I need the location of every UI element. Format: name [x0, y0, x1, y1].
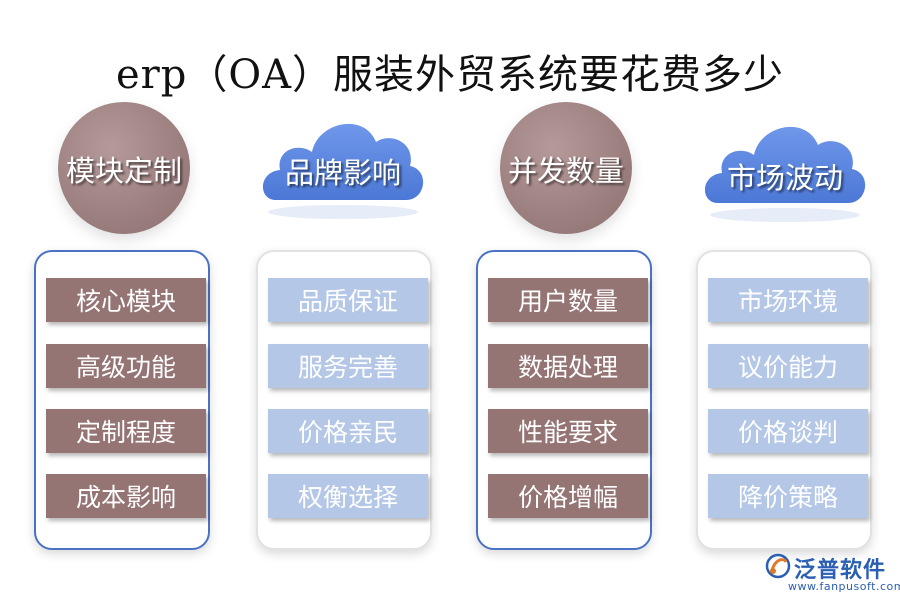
list-item: 核心模块 — [46, 278, 206, 322]
header-market-fluctuation: 市场波动 — [700, 103, 870, 223]
list-item: 数据处理 — [488, 344, 648, 388]
list-item: 成本影响 — [46, 474, 206, 518]
panel-module-customization: 核心模块 高级功能 定制程度 成本影响 — [34, 250, 210, 550]
cloud-icon — [704, 126, 866, 222]
list-item: 服务完善 — [268, 344, 428, 388]
logo-icon — [765, 553, 791, 579]
list-item: 市场环境 — [708, 278, 868, 322]
header-module-customization: 模块定制 — [58, 102, 190, 234]
header-label: 品牌影响 — [284, 156, 401, 190]
logo-name: 泛普软件 — [794, 558, 887, 583]
header-label: 并发数量 — [507, 154, 624, 188]
header-label: 市场波动 — [726, 161, 843, 195]
list-item: 高级功能 — [46, 344, 206, 388]
header-circle — [58, 102, 190, 234]
list-item: 定制程度 — [46, 409, 206, 453]
panel-brand-influence: 品质保证 服务完善 价格亲民 权衡选择 — [256, 250, 432, 550]
header-brand-influence: 品牌影响 — [258, 100, 428, 220]
list-item: 价格亲民 — [268, 409, 428, 453]
brand-logo: 泛普软件 www.fanpusoft.com — [764, 550, 900, 596]
list-item: 性能要求 — [488, 409, 648, 453]
list-item: 降价策略 — [708, 474, 868, 518]
header-circle — [500, 102, 632, 234]
panel-market-fluctuation: 市场环境 议价能力 价格谈判 降价策略 — [696, 250, 872, 550]
list-item: 权衡选择 — [268, 474, 428, 518]
list-item: 用户数量 — [488, 278, 648, 322]
header-concurrency: 并发数量 — [500, 102, 632, 234]
logo-url: www.fanpusoft.com — [788, 580, 900, 593]
page-title: erp（OA）服装外贸系统要花费多少 — [115, 52, 785, 98]
header-label: 模块定制 — [65, 154, 182, 188]
list-item: 品质保证 — [268, 278, 428, 322]
list-item: 价格增幅 — [488, 474, 648, 518]
list-item: 议价能力 — [708, 344, 868, 388]
list-item: 价格谈判 — [708, 409, 868, 453]
panel-concurrency: 用户数量 数据处理 性能要求 价格增幅 — [476, 250, 652, 550]
cloud-icon — [262, 123, 424, 219]
